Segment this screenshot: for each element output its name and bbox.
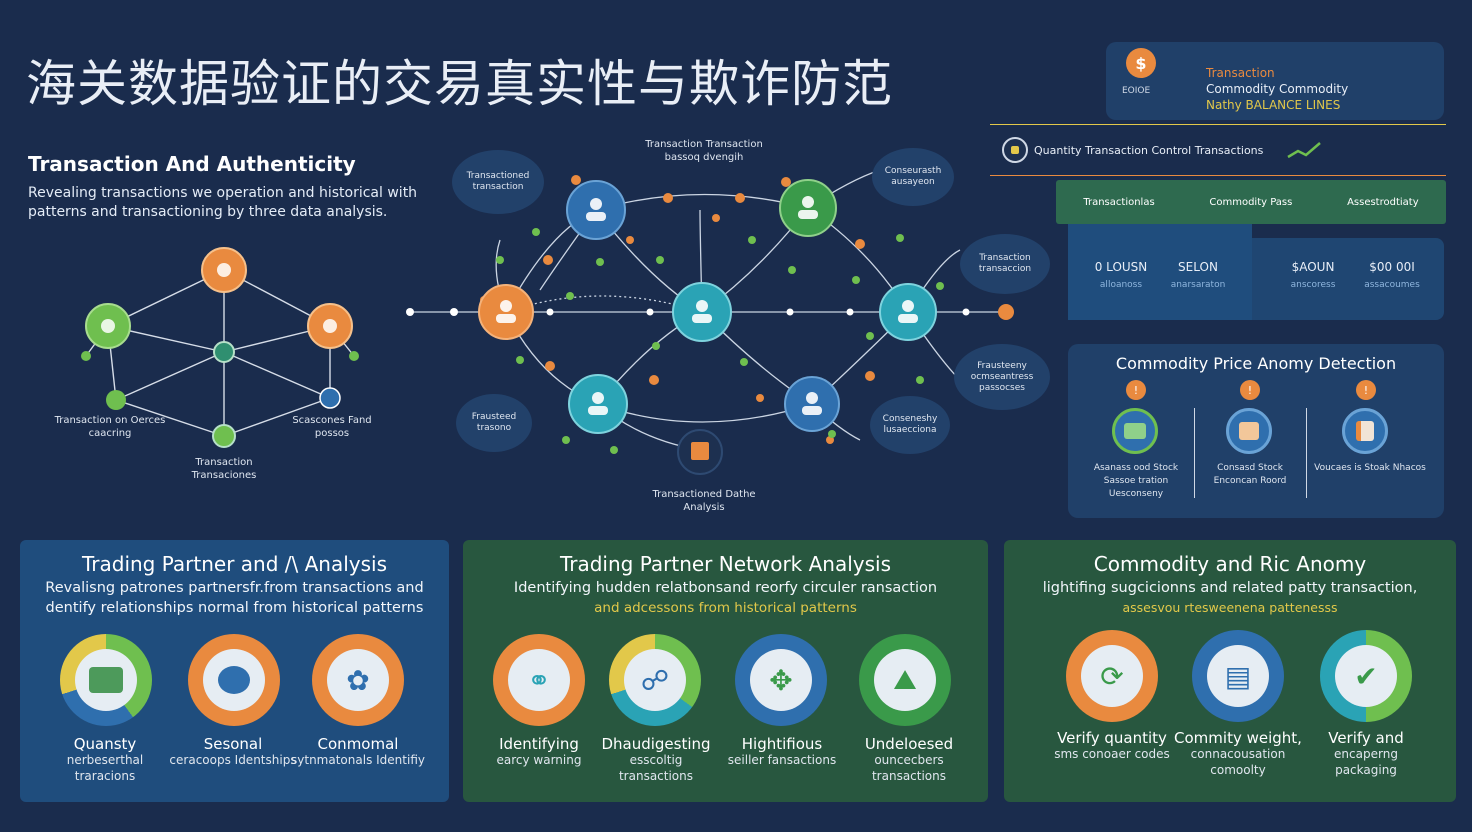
- item-label: Verify and: [1328, 729, 1404, 747]
- stats-panel-left: [1068, 224, 1252, 320]
- control-icon: [1002, 137, 1028, 163]
- panel-line-1: Transaction: [1206, 66, 1275, 80]
- page-title: 海关数据验证的交易真实性与欺诈防范: [26, 55, 893, 113]
- quantity-icon: [60, 634, 152, 726]
- stat-label-4: assacoumes: [1364, 280, 1420, 290]
- highlight-icon: ✥: [735, 634, 827, 726]
- node-label-bottom: Transaction Transaciones: [191, 457, 257, 481]
- card-commodity-anomaly: Commodity and Ric Anomy lightifing sugci…: [1004, 540, 1456, 802]
- quantity-verify-icon: ⟳: [1066, 630, 1158, 722]
- stats-panel-right: [1252, 238, 1444, 320]
- item-sublabel: esscoltig transactions: [618, 753, 694, 783]
- bubble-bottom-right: Frausteeny ocmseantress passocses: [954, 344, 1050, 410]
- overview-bar: Quantity Transaction Control Transaction…: [990, 124, 1446, 176]
- item-label: Dhaudigesting: [601, 735, 711, 753]
- item-sublabel: nerbeserthal traracions: [66, 753, 144, 783]
- box-icon: [1342, 408, 1388, 454]
- node-bottom: [212, 424, 236, 448]
- tab-commodity[interactable]: Commodity Pass: [1209, 196, 1293, 208]
- alert-icon: !: [1126, 380, 1146, 400]
- dollar-icon: $: [1126, 48, 1156, 78]
- tab-transactions[interactable]: Transactionlas: [1083, 196, 1155, 208]
- item-sublabel: ceracoops Identships: [169, 753, 297, 767]
- stat-value-2: SELON: [1178, 260, 1218, 274]
- hexagon-network-diagram: [81, 247, 359, 448]
- panel-tag: EOIOE: [1122, 86, 1151, 96]
- tab-authenticity[interactable]: Assestrodtiaty: [1347, 196, 1419, 208]
- card-description-2: and adcessons from historical patterns: [594, 600, 857, 616]
- card-description: lightifing sugcicionns and related patty…: [1042, 580, 1418, 596]
- item-sublabel: earcy warning: [496, 753, 582, 767]
- seasonal-icon: [188, 634, 280, 726]
- weight-icon: ▤: [1192, 630, 1284, 722]
- item-label: Sesonal: [203, 735, 263, 753]
- card-title: Commodity and Ric Anomy: [1093, 552, 1367, 576]
- alert-icon: !: [1356, 380, 1376, 400]
- transaction-summary-panel: $ EOIOE Transaction Commodity Commodity …: [1106, 42, 1444, 120]
- overview-text: Quantity Transaction Control Transaction…: [1034, 144, 1264, 157]
- item-sublabel: ouncecbers transactions: [871, 753, 947, 783]
- anomaly-detection-panel: Commodity Price Anomy Detection ! Asanas…: [1068, 344, 1444, 518]
- card-description: Revalisng patrones partnersfr.from trans…: [45, 580, 424, 616]
- node-center: [213, 341, 235, 363]
- item-label: Hightifious: [741, 735, 823, 753]
- anomaly-item-1: Asanass ood Stock Sassoe tration Uescons…: [1093, 463, 1179, 499]
- trend-icon: [1287, 142, 1321, 159]
- node-bottom-left: [106, 390, 126, 410]
- item-label: Conmomal: [317, 735, 399, 753]
- bubble-top-left: Transactioned transaction: [452, 150, 544, 214]
- distinguishing-icon: ☍: [609, 634, 701, 726]
- item-label: Quansty: [73, 735, 137, 753]
- tabs-bar: Transactionlas Commodity Pass Assestrodt…: [1056, 180, 1446, 224]
- node-label-right: Scascones Fand possos: [292, 415, 372, 439]
- panel-line-3: Nathy BALANCE LINES: [1206, 98, 1341, 112]
- packaging-icon: ✔: [1320, 630, 1412, 722]
- anomaly-item-3: Voucaes is Stoak Nhacos: [1314, 463, 1426, 473]
- item-sublabel: connacousation comoolty: [1190, 747, 1286, 777]
- item-label: Commity weight,: [1174, 729, 1302, 747]
- stat-value-3: $AOUN: [1291, 260, 1335, 274]
- item-sublabel: sytnmatonals Identifiy: [291, 753, 425, 767]
- stat-value-4: $00 00I: [1369, 260, 1415, 274]
- anomaly-item-2: Consasd Stock Enconcan Roord: [1213, 463, 1287, 486]
- card-trading-partner-network: Trading Partner Network Analysis Identif…: [463, 540, 988, 802]
- document-icon: [691, 442, 709, 460]
- commercial-icon: ✿: [312, 634, 404, 726]
- section-description: Revealing transactions we operation and …: [28, 185, 418, 220]
- node-label-left: Transaction on Oerces caacring: [54, 415, 166, 439]
- item-sublabel: encaperng packaging: [1334, 747, 1398, 777]
- item-sublabel: seiller fansactions: [727, 753, 837, 767]
- card-description: Identifying hudden relatbonsand reorfy c…: [513, 580, 938, 596]
- card-description-2: assesvou rtesweenena pattenesss: [1122, 600, 1338, 615]
- card-trading-partner-analysis: Trading Partner and /\ Analysis Revalisn…: [20, 540, 449, 802]
- stock-icon: [1112, 408, 1158, 454]
- bubble-top-right: Conseurasth ausayeon: [872, 148, 954, 206]
- card-title: Trading Partner Network Analysis: [559, 552, 892, 576]
- panel-line-2: Commodity Commodity: [1206, 82, 1349, 96]
- anomaly-title: Commodity Price Anomy Detection: [1115, 354, 1397, 373]
- network-bottom-label: Transactioned Dathe Analysis: [652, 489, 756, 513]
- item-label: Identifying: [499, 735, 579, 753]
- undeclared-icon: ⛰: [859, 634, 951, 726]
- network-top-label: Transaction Transaction bassoq dvengih: [645, 139, 763, 163]
- bubble-bottom-mid: Conseneshy lusaecciona: [870, 396, 950, 454]
- stat-label-2: anarsaraton: [1170, 280, 1226, 290]
- item-label: Undeloesed: [864, 735, 954, 753]
- stat-label-3: anscoress: [1290, 280, 1336, 290]
- bubble-mid-right: Transaction transaccion: [960, 234, 1050, 294]
- identifying-icon: ⚭: [493, 634, 585, 726]
- bubble-bottom-left: Frausteed trasono: [456, 394, 532, 452]
- stat-label-1: alloanoss: [1099, 280, 1143, 290]
- card-title: Trading Partner and /\ Analysis: [82, 552, 387, 576]
- alert-icon: !: [1240, 380, 1260, 400]
- item-label: Verify quantity: [1057, 729, 1167, 747]
- item-sublabel: sms conoaer codes: [1054, 747, 1170, 761]
- section-title: Transaction And Authenticity: [28, 152, 356, 176]
- stat-value-1: 0 LOUSN: [1094, 260, 1148, 274]
- node-bottom-right: [319, 387, 341, 409]
- package-icon: [1226, 408, 1272, 454]
